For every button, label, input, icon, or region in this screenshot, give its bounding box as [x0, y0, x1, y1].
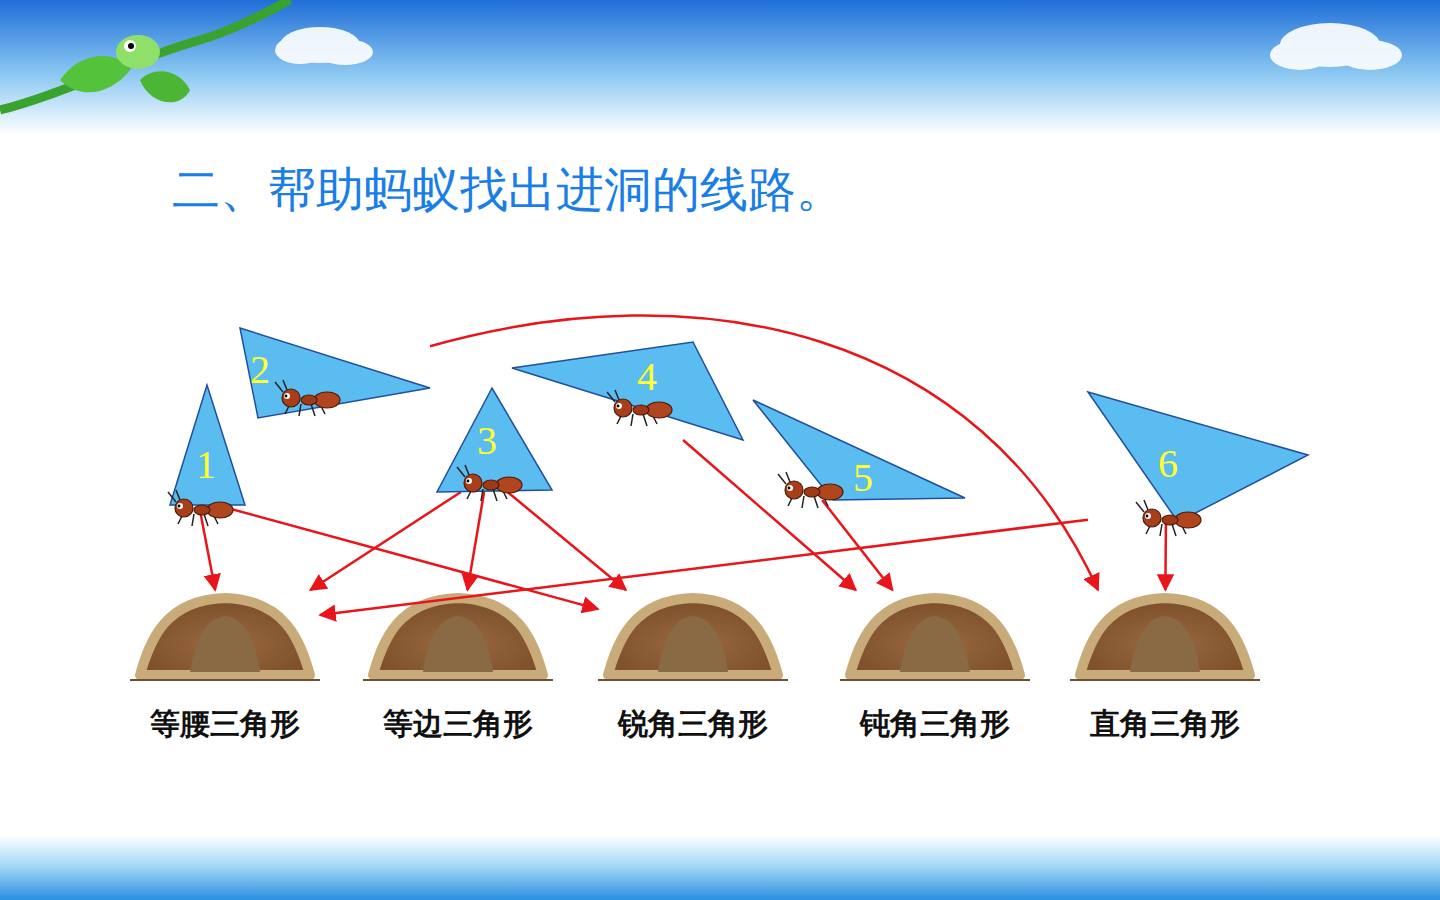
ant-hole: 钝角三角形: [840, 590, 1030, 742]
triangle-card: 3: [437, 388, 552, 492]
ant-hole: 直角三角形: [1070, 590, 1260, 742]
triangle-card: 2: [240, 328, 430, 418]
triangle-card: 4: [512, 342, 743, 440]
callout-number: 5: [853, 458, 873, 498]
triangle-shape: [512, 342, 743, 440]
route-arrow: [430, 315, 1098, 590]
route-arrow: [310, 492, 461, 590]
callout-number: 6: [1158, 444, 1178, 484]
hole-label: 锐角三角形: [598, 706, 788, 742]
callout-number: 3: [477, 421, 497, 461]
hole-label: 直角三角形: [1070, 706, 1260, 742]
route-arrow: [1164, 522, 1167, 590]
hole-label: 钝角三角形: [840, 706, 1030, 742]
route-arrow: [199, 505, 215, 590]
route-arrow: [467, 492, 484, 590]
hole-label: 等边三角形: [363, 706, 553, 742]
triangle-card: 6: [1088, 392, 1308, 522]
triangle-card: 1: [170, 385, 245, 505]
callout-number: 1: [196, 445, 216, 485]
triangle-card: 5: [753, 400, 965, 500]
ant-hole: 锐角三角形: [598, 590, 788, 742]
callout-number: 4: [637, 357, 657, 397]
route-arrow: [508, 492, 626, 590]
triangle-shape: [1088, 392, 1308, 522]
callout-number: 2: [250, 350, 270, 390]
ant-hole: 等腰三角形: [130, 590, 320, 742]
hole-label: 等腰三角形: [130, 706, 320, 742]
title: 二、帮助蚂蚁找出进洞的线路。: [172, 158, 844, 222]
ant-hole: 等边三角形: [363, 590, 553, 742]
route-arrow: [320, 520, 1088, 615]
